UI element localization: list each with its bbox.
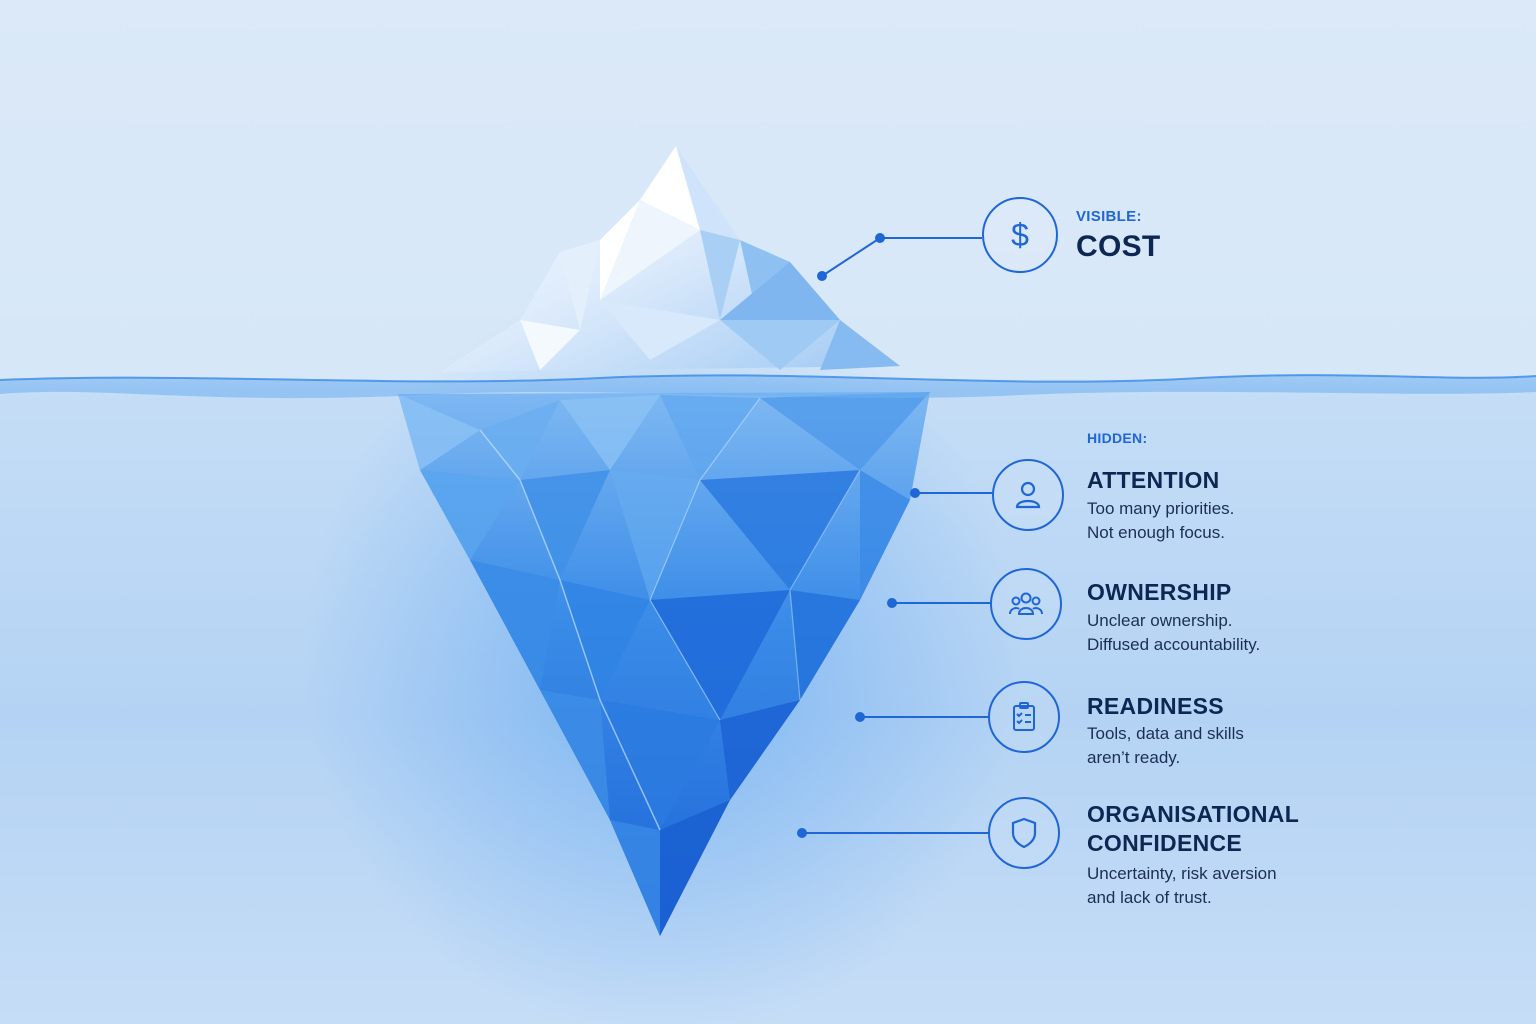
person-icon (1015, 481, 1041, 509)
ownership-desc: Unclear ownership. Diffused accountabili… (1087, 609, 1260, 657)
confidence-desc-line-1: Uncertainty, risk aversion (1087, 864, 1277, 883)
confidence-desc: Uncertainty, risk aversion and lack of t… (1087, 862, 1277, 910)
readiness-icon-circle (988, 681, 1060, 753)
confidence-title-line-1: ORGANISATIONAL (1087, 801, 1300, 827)
ownership-desc-line-1: Unclear ownership. (1087, 611, 1233, 630)
cost-icon-circle: $ (982, 197, 1058, 273)
shield-icon (1011, 817, 1037, 849)
ownership-icon-circle (990, 568, 1062, 640)
iceberg-underwater (398, 392, 930, 936)
confidence-icon-circle (988, 797, 1060, 869)
readiness-title: READINESS (1087, 693, 1224, 719)
connector-lines (797, 233, 992, 838)
readiness-desc-line-2: aren’t ready. (1087, 748, 1181, 767)
connector-cost (821, 237, 982, 277)
attention-title: ATTENTION (1087, 467, 1220, 493)
ownership-desc-line-2: Diffused accountability. (1087, 635, 1261, 654)
attention-icon-circle (992, 459, 1064, 531)
confidence-title: ORGANISATIONAL CONFIDENCE (1087, 800, 1299, 858)
waterline (0, 374, 1536, 399)
confidence-desc-line-2: and lack of trust. (1087, 888, 1212, 907)
iceberg-tip (440, 146, 900, 372)
cost-title: COST (1076, 230, 1161, 263)
ownership-title: OWNERSHIP (1087, 579, 1232, 605)
hidden-label: HIDDEN: (1087, 430, 1148, 446)
confidence-title-line-2: CONFIDENCE (1087, 830, 1243, 856)
checklist-icon (1013, 702, 1035, 731)
svg-text:$: $ (1011, 217, 1029, 253)
readiness-desc-line-1: Tools, data and skills (1087, 724, 1244, 743)
attention-desc: Too many priorities. Not enough focus. (1087, 497, 1234, 545)
readiness-desc: Tools, data and skills aren’t ready. (1087, 722, 1244, 770)
dollar-icon: $ (1011, 217, 1029, 253)
attention-desc-line-2: Not enough focus. (1087, 523, 1225, 542)
visible-label: VISIBLE: (1076, 208, 1142, 225)
group-icon (1009, 592, 1043, 615)
attention-desc-line-1: Too many priorities. (1087, 499, 1235, 518)
